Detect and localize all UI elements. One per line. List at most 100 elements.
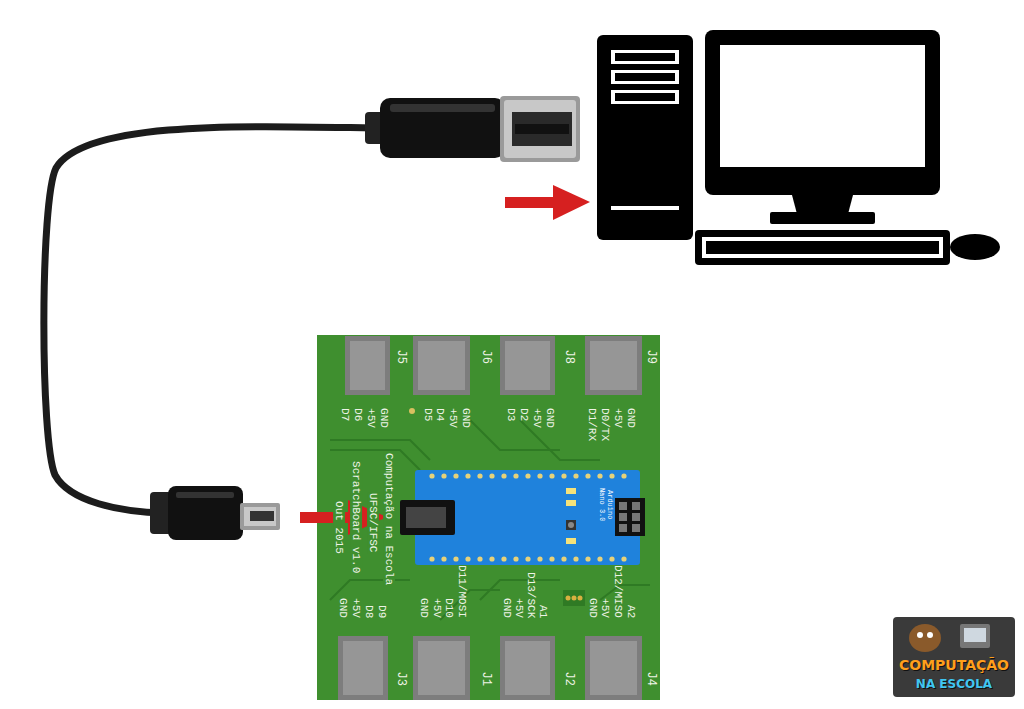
usb-cable-part [240, 503, 280, 530]
pin-label: D8 [363, 605, 375, 618]
computer-icon-part [770, 212, 875, 224]
red-arrow-part [300, 512, 355, 523]
arduino-nano-part [619, 513, 627, 521]
board-note: ScratchBoard v1.0 [350, 460, 362, 574]
logo-text: COMPUTAÇÃO [899, 658, 1009, 673]
pin-label: +5V [431, 598, 443, 618]
pin-label: GND [418, 598, 430, 618]
pin-holes-part [597, 473, 602, 478]
computer-icon [597, 30, 1000, 265]
logo-part [964, 628, 986, 642]
pin-holes-part [621, 556, 626, 561]
arduino-nano-part [615, 498, 645, 536]
pin-label: D1/RX [586, 408, 598, 441]
circuit-board [317, 335, 660, 700]
computer-icon-part [720, 45, 925, 167]
pin-holes-part [525, 473, 530, 478]
red-arrow-part [505, 197, 560, 208]
pin-holes-part [609, 556, 614, 561]
connector-block-part [585, 636, 642, 700]
pin-holes-part [585, 556, 590, 561]
logo-part [893, 617, 1015, 697]
jumper-part [563, 590, 585, 606]
logo-part [927, 632, 933, 638]
arduino-nano-part [566, 538, 576, 544]
pin-label: GND [378, 408, 390, 428]
computer-icon-part [611, 206, 679, 210]
connector-block-part [413, 336, 470, 395]
board-title: Computação na Escola [383, 452, 395, 586]
computer-icon-part [597, 35, 693, 240]
connector-label: J6 [478, 350, 491, 364]
pin-holes-part [441, 556, 446, 561]
computer-icon-part [615, 93, 675, 101]
connector-label: J9 [643, 350, 656, 364]
pin-holes-part [537, 556, 542, 561]
usb-cable-part [390, 104, 495, 112]
pin-holes-part [477, 473, 482, 478]
logo-part [960, 624, 990, 648]
pin-holes-part [477, 556, 482, 561]
pin-holes-part [465, 556, 470, 561]
arduino-nano-part [566, 520, 576, 530]
pin-holes-part [573, 473, 578, 478]
computer-icon-part [702, 237, 943, 258]
pin-holes-part [609, 473, 614, 478]
arduino-nano-part [566, 488, 576, 494]
arduino-nano-part [619, 502, 627, 510]
connector-block-part [585, 336, 642, 395]
pin-label: GND [625, 408, 637, 428]
pin-label: D10 [443, 598, 455, 618]
connector-block-part [350, 341, 385, 390]
logo-part [909, 624, 941, 652]
pin-holes-part [561, 556, 566, 561]
pin-label: GND [501, 598, 513, 618]
pin-label: D4 [434, 408, 446, 421]
usb-cable-part [176, 492, 234, 498]
pin-label: D6 [352, 408, 364, 421]
pin-holes-part [549, 473, 554, 478]
pin-label: D2 [518, 408, 530, 421]
pin-holes-part [489, 473, 494, 478]
logo-text: NA ESCOLA [916, 678, 992, 691]
pin-label: +5V [447, 408, 459, 428]
pin-label: A2 [625, 605, 637, 618]
pin-label: D12/MISO [612, 565, 624, 618]
pin-holes-part [537, 473, 542, 478]
computer-icon-part [611, 70, 679, 84]
pin-holes-part [453, 473, 458, 478]
usb-cable-part [168, 486, 243, 540]
red-arrow [300, 185, 590, 535]
pin-label: D11/MOSI [456, 565, 468, 618]
arduino-nano-part [632, 513, 640, 521]
pin-holes-part [573, 556, 578, 561]
pin-label: D0/TX [599, 408, 611, 441]
pin-holes-part [429, 556, 434, 561]
pin-label: +5V [365, 408, 377, 428]
connector-block-part [590, 341, 637, 390]
pin-holes-part [513, 473, 518, 478]
computer-icon-part [611, 50, 679, 64]
circuit-board-part [330, 420, 650, 620]
connector-block-part [418, 341, 465, 390]
pin-label: D7 [339, 408, 351, 421]
usb-cable-part [250, 511, 274, 521]
connector-block-part [413, 636, 470, 700]
jumper-part [572, 596, 577, 601]
connector-block-part [345, 336, 390, 395]
arduino-nano-part [406, 507, 446, 528]
arduino-nano-part [619, 524, 627, 532]
connector-label: J3 [393, 672, 406, 686]
arduino-nano-part [632, 502, 640, 510]
connector-block-part [505, 341, 550, 390]
pin-holes-part [561, 473, 566, 478]
connector-label: J8 [561, 350, 574, 364]
arduino-nano-part [568, 522, 574, 528]
computer-icon-part [611, 90, 679, 104]
connector-block-part [590, 641, 637, 695]
pin-label: GND [544, 408, 556, 428]
circuit-board-part [409, 408, 415, 414]
connector-label: J4 [643, 672, 656, 686]
